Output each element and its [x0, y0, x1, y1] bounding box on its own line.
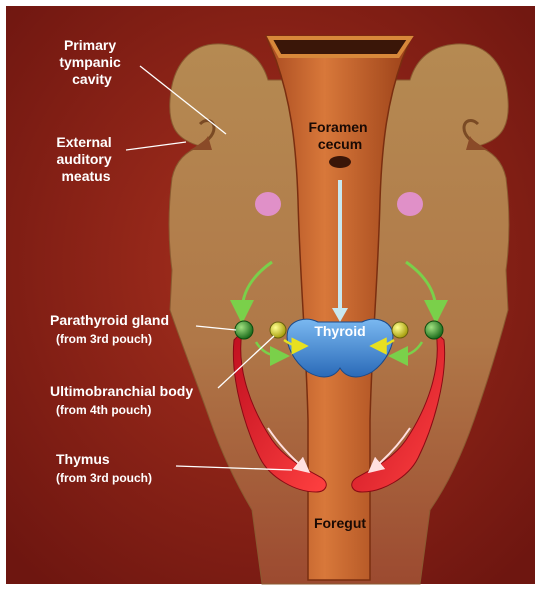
right-parathyroid-gland — [425, 321, 443, 339]
tube-opening — [270, 38, 410, 56]
label-thyroid: Thyroid — [314, 323, 365, 339]
left-parathyroid-gland — [235, 321, 253, 339]
right-ultimobranchial-body — [392, 322, 408, 338]
label-thymus: Thymus — [56, 451, 110, 467]
left-ultimobranchial-body — [270, 322, 286, 338]
label-parathyroid-sub: (from 3rd pouch) — [56, 332, 152, 346]
label-external-auditory: External auditory meatus — [56, 134, 115, 184]
label-thymus-sub: (from 3rd pouch) — [56, 471, 152, 485]
label-parathyroid: Parathyroid gland — [50, 312, 169, 328]
right-pink-pouch — [397, 192, 423, 216]
label-ultimobranchial-sub: (from 4th pouch) — [56, 403, 151, 417]
left-pink-pouch — [255, 192, 281, 216]
label-ultimobranchial: Ultimobranchial body — [50, 383, 193, 399]
label-foramen-cecum: Foramen cecum — [308, 119, 371, 152]
label-foregut: Foregut — [314, 515, 366, 531]
foramen-cecum-pit — [329, 156, 351, 168]
